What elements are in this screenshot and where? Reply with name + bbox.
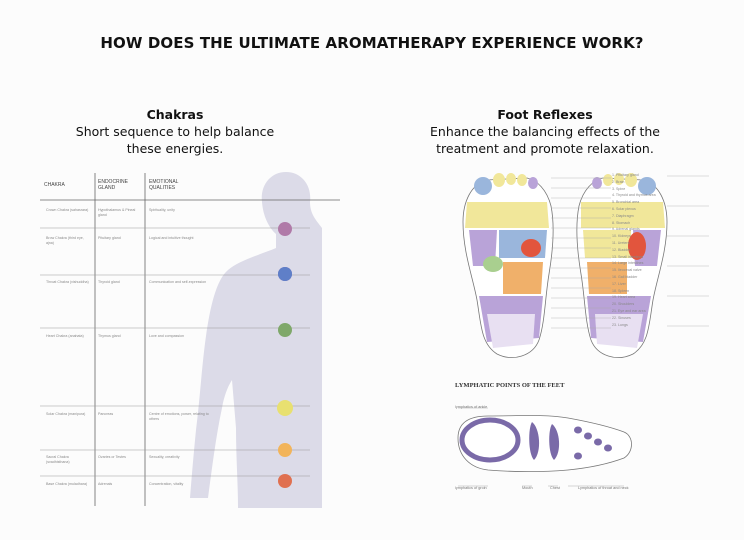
foot-reflexes-desc-line1: Enhance the balancing effects of the [430, 124, 660, 139]
chakra-gland: Pancreas [98, 412, 114, 416]
legend-item: 14. Large intestines [612, 261, 644, 266]
legend-item: 2. Brain [612, 179, 625, 184]
legend-item: 8. Stomach [612, 220, 631, 225]
foot-reflex-diagram [462, 173, 709, 358]
column-header-chakra: Chakra [44, 182, 65, 188]
chakra-dot [278, 474, 292, 488]
lymphatic-title: LYMPHATIC POINTS OF THE FEET [455, 382, 565, 389]
legend-item: 11. Ureters [612, 240, 630, 245]
chakra-quality: Communication and self-expression [149, 280, 207, 284]
chakra-quality: Concentration, vitality [149, 482, 184, 486]
lymph-label-ankle: lymphatics of ankle [455, 405, 488, 409]
legend-item: 5. Bronchial area [612, 200, 640, 205]
legend-item: 23. Lungs [612, 322, 628, 327]
legend-item: 22. Sinuses [612, 315, 631, 320]
legend-item: 9. Adrenal glands [612, 227, 640, 232]
chakra-name: Crown Chakra (sahasrara) [46, 208, 89, 212]
legend-item: 16. Gall bladder [612, 274, 638, 279]
chakras-desc-line2: these energies. [126, 141, 224, 156]
legend-item: 20. Shoulders [612, 302, 635, 307]
left-foot-zones [465, 173, 549, 348]
chakra-dot [277, 400, 293, 416]
legend-item: 12. Bladder [612, 247, 631, 252]
chakra-name: Sacral Chakra (svadhisthana) [46, 455, 70, 464]
column-header-gland: Endocrine gland [98, 179, 129, 191]
body-silhouette [40, 172, 340, 508]
chakra-name: Solar Chakra (manipura) [46, 412, 86, 416]
foot-reflexes-header: Foot Reflexes Enhance the balancing effe… [425, 106, 665, 157]
lymph-label-groin: lymphatics of groin [455, 486, 487, 490]
legend-item: 18. Spleen [612, 288, 630, 293]
chakra-gland: Thymus gland [98, 334, 121, 338]
chakra-dot [278, 267, 292, 281]
chakra-dot [278, 443, 292, 457]
slide-title: HOW DOES THE ULTIMATE AROMATHERAPY EXPER… [100, 34, 644, 52]
legend-item: 3. Spine [612, 186, 626, 191]
lymphatic-foot-diagram [457, 407, 632, 487]
chakra-name: Throat Chakra (vishuddha) [46, 280, 89, 284]
chakra-name: Brow Chakra (third eye, ajna) [46, 236, 84, 245]
foot-reflexes-heading: Foot Reflexes [497, 107, 593, 122]
lymph-label-throat: Lymphatics of throat and neck [578, 486, 629, 490]
chakra-quality: Sexuality, creativity [149, 455, 180, 459]
chakra-quality: Love and compassion [149, 334, 184, 338]
chakra-name: Heart Chakra (anahata) [46, 334, 84, 338]
column-header-quality: Emotional qualities [149, 179, 179, 191]
chakra-dot [278, 222, 292, 236]
foot-reflexes-desc-line2: treatment and promote relaxation. [436, 141, 654, 156]
chakras-header: Chakras Short sequence to help balance t… [40, 106, 310, 157]
legend-item: 19. Heart area [612, 295, 635, 300]
chakra-gland: Hypothalamus & Pineal gland [98, 208, 136, 217]
lymph-label-chest: Chest [550, 486, 560, 490]
legend-item: 10. Kidneys [612, 234, 631, 239]
chakra-dot [278, 323, 292, 337]
chakra-name: Base Chakra (muladhara) [46, 482, 88, 486]
chakra-gland: Thyroid gland [98, 280, 120, 284]
chakra-quality: Logical and intuitive thought [149, 236, 194, 240]
legend-item: 4. Thyroid and thymus area [612, 193, 656, 198]
chakra-quality: Spirituality, unity [149, 208, 175, 212]
chakra-gland: Pituitary gland [98, 236, 121, 240]
legend-item: 21. Eye and ear area [612, 308, 646, 313]
legend-item: 1. Pituitary gland [612, 173, 639, 177]
legend-item: 17. Liver [612, 281, 626, 286]
legend-item: 15. Ileocecal valve [612, 268, 642, 273]
legend-item: 13. Small intestines [612, 254, 644, 259]
foot-reflex-legend: 1. Pituitary gland 2. Brain 3. Spine 4. Thy… [612, 172, 722, 328]
chakra-gland: Ovaries or Testes [98, 455, 126, 459]
chakras-heading: Chakras [146, 107, 204, 122]
legend-item: 7. Diaphragm [612, 213, 634, 218]
chakra-gland: Adrenals [98, 482, 113, 486]
chakra-quality: Centre of emotions, power, relating to o… [149, 412, 209, 421]
legend-item: 6. Solar plexus [612, 206, 636, 211]
chakra-chart: Chakra Endocrine gland Emotional qualiti… [40, 168, 340, 513]
lymph-label-mouth: Mouth [522, 486, 533, 490]
chakras-desc-line1: Short sequence to help balance [75, 124, 275, 139]
